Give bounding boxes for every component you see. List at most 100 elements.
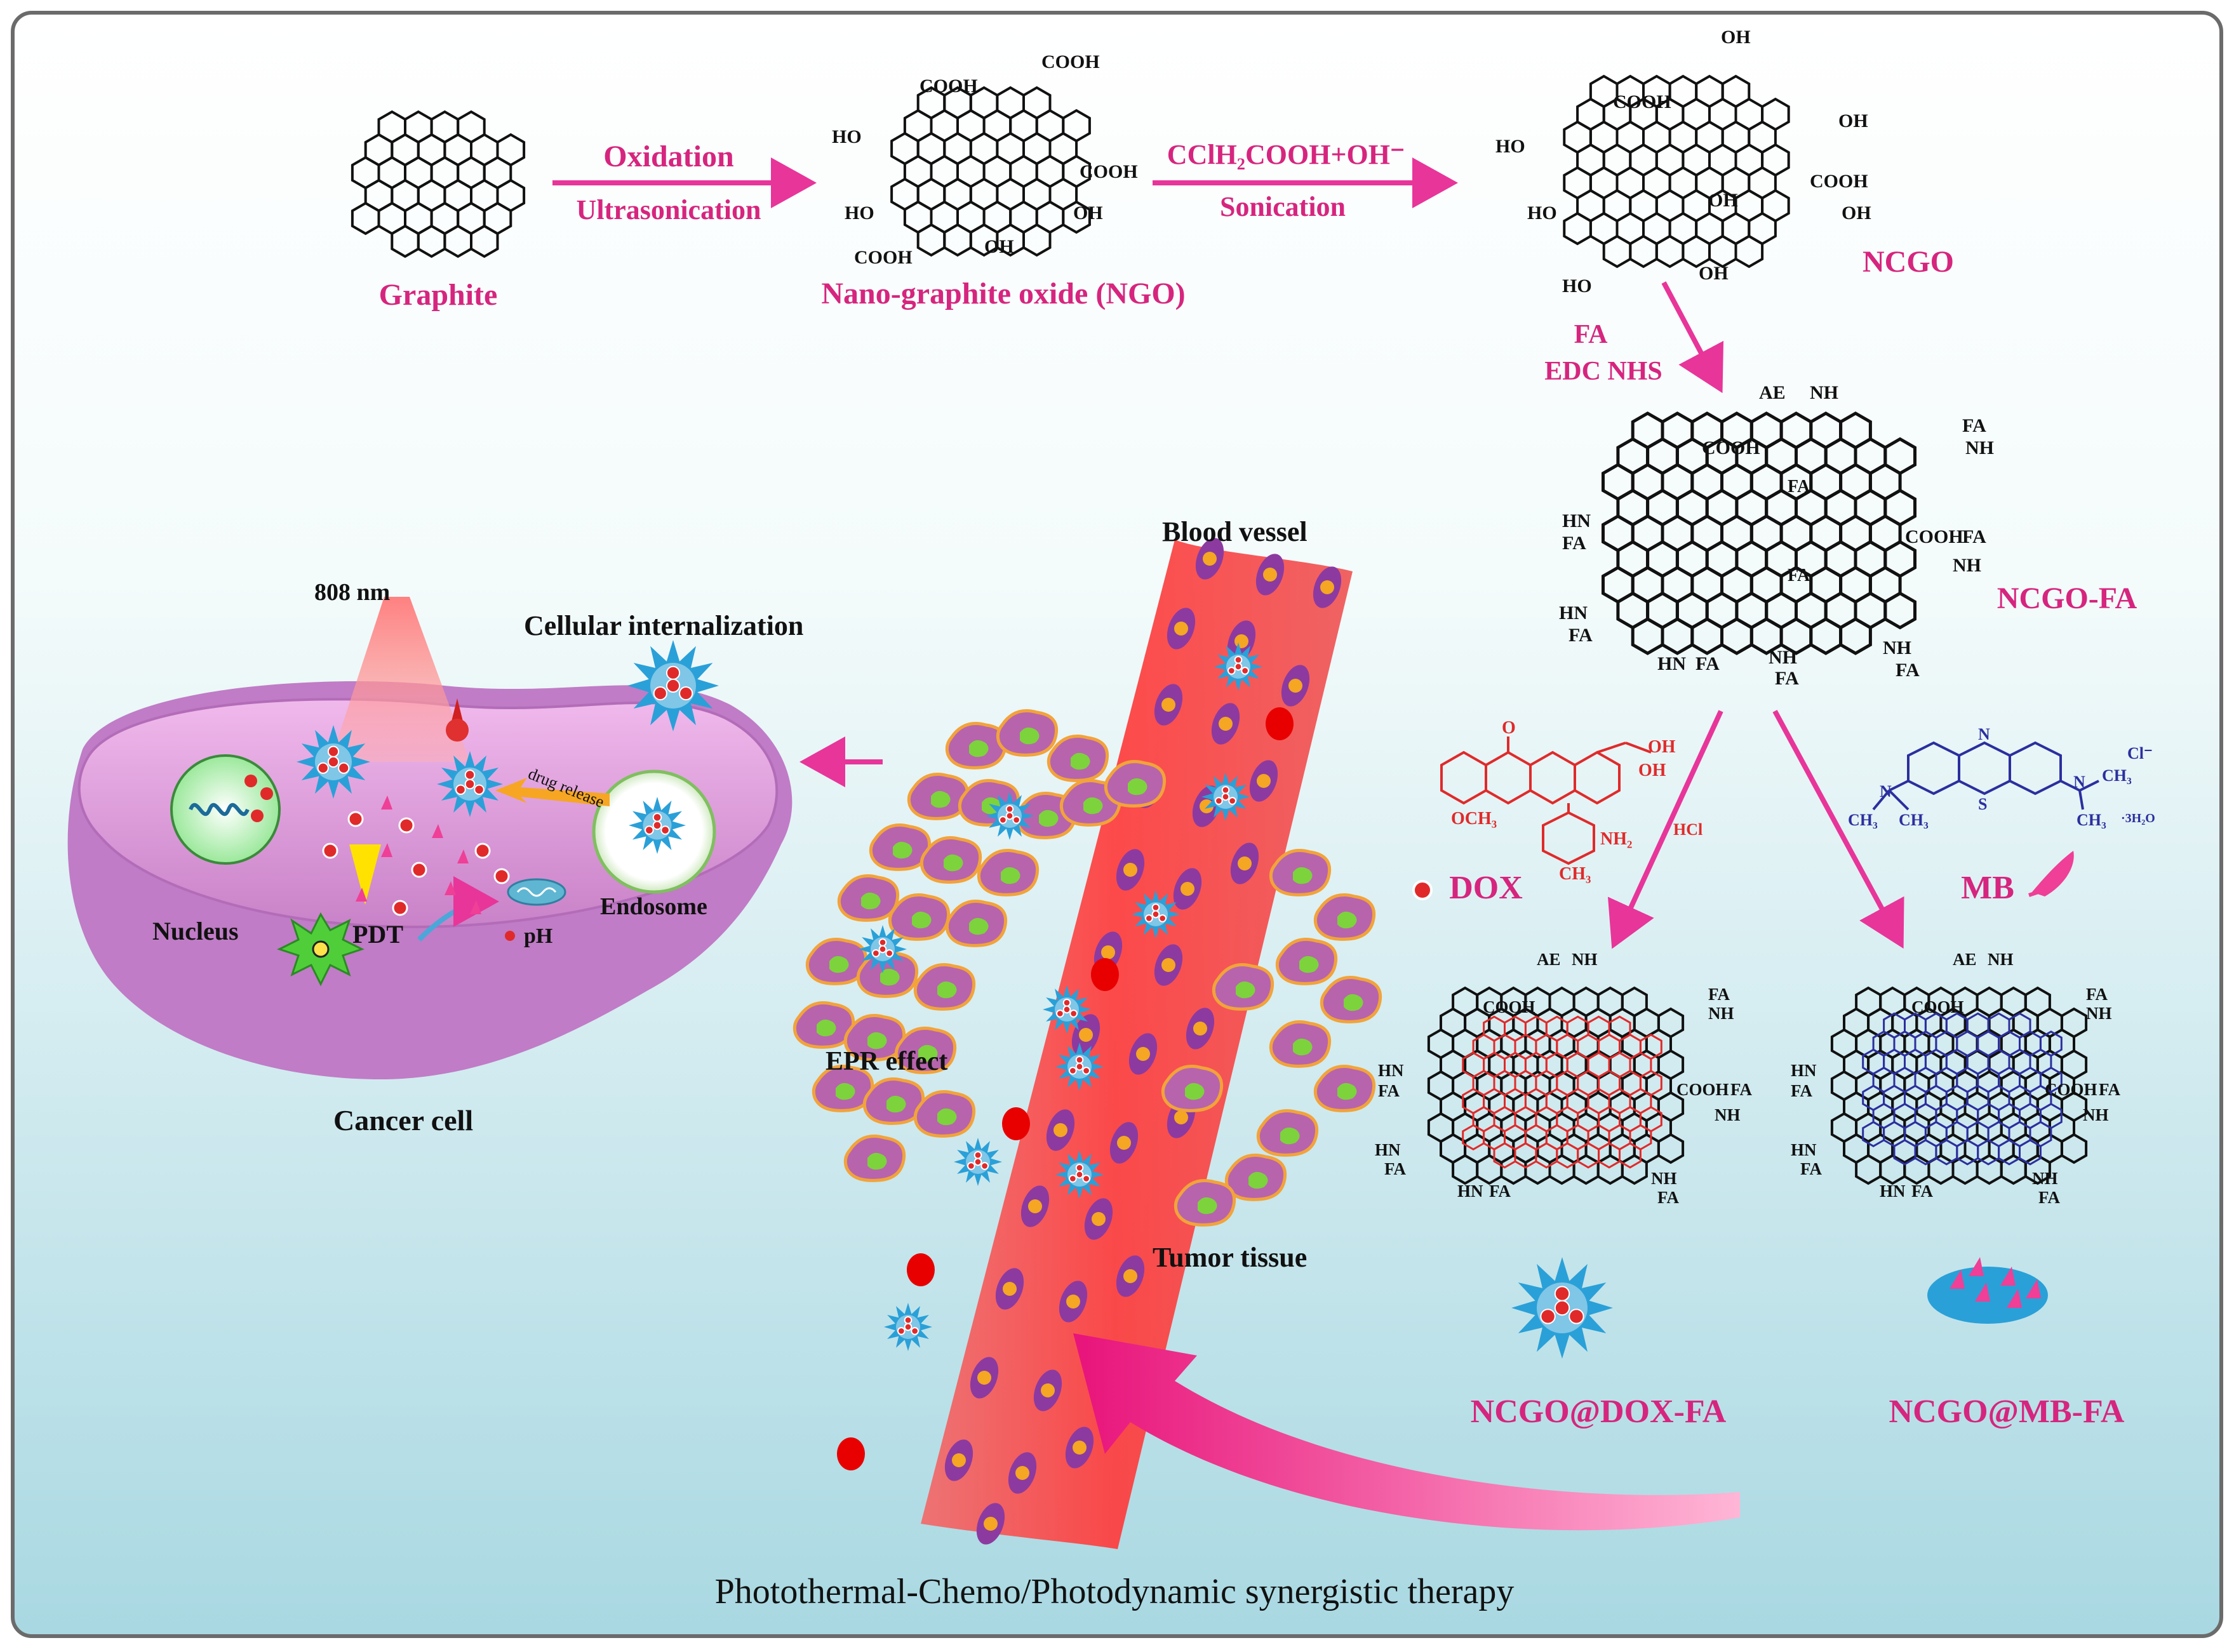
ngo-group-ho: HO	[832, 126, 862, 147]
mb-product-nh: NH	[2086, 1004, 2112, 1023]
dox-product-fa: FA	[1378, 1081, 1400, 1100]
dox-atom-o: O	[1502, 718, 1516, 738]
ncgo-group-cooh: COOH	[1613, 91, 1671, 112]
fa-group-cooh: COOH	[1702, 437, 1760, 458]
ncgo-fa-structure	[1602, 411, 1916, 655]
released-mb	[470, 900, 481, 914]
laser-spot	[446, 719, 469, 742]
label-sonication: Sonication	[1220, 191, 1346, 222]
rbc-core	[1174, 622, 1188, 636]
mb-icon-molecule	[1969, 1257, 1984, 1276]
dox-dot	[1075, 1170, 1084, 1179]
mb-product-ae: AE	[1953, 950, 1977, 969]
rbc-core	[977, 1371, 991, 1385]
label-cancer-cell: Cancer cell	[333, 1104, 473, 1136]
mb-overlay-ring	[2019, 1139, 2042, 1166]
rbc-core	[1123, 1269, 1137, 1283]
tumor-nucleus	[1083, 797, 1103, 815]
label-reagent: CClH₂COOH+OH⁻	[1167, 139, 1405, 170]
dox-product-ring	[1621, 1154, 1648, 1185]
dox-dot	[455, 784, 466, 796]
ngo-group-oh: OH	[984, 236, 1014, 257]
released-dox-particles	[322, 796, 510, 916]
tumor-nucleus	[931, 790, 951, 808]
dox-dot	[1554, 1300, 1570, 1316]
mb-product-cooh: COOH	[2045, 1080, 2097, 1099]
dox-product-cooh: COOH	[1676, 1080, 1729, 1099]
nanoparticles-in-vessel	[859, 643, 1262, 1351]
rbc-core	[1117, 1136, 1131, 1150]
released-dox	[398, 817, 415, 834]
label-oxidation: Oxidation	[603, 140, 733, 173]
rbc-core	[1161, 698, 1175, 712]
dox-dot	[660, 825, 670, 835]
dox-dot	[1554, 1286, 1570, 1302]
dox-product-cooh: COOH	[1483, 997, 1535, 1016]
rbc-core	[1320, 580, 1334, 594]
rbc-core	[1136, 1047, 1150, 1061]
mb-icon-molecule	[2000, 1267, 2016, 1286]
ncgo-group-oh: OH	[1838, 110, 1868, 131]
tumor-nucleus	[1236, 981, 1255, 999]
dox-dot	[666, 678, 681, 693]
dox-drop	[837, 1437, 865, 1470]
dox-dot	[652, 813, 662, 822]
ros-arrow	[417, 876, 499, 942]
rbc-core	[1092, 1212, 1106, 1226]
tumor-nucleus	[1293, 1038, 1313, 1056]
released-dox	[392, 900, 408, 916]
ngo-structure	[890, 86, 1091, 257]
rbc-core	[1028, 1199, 1042, 1213]
rbc-core	[1161, 958, 1175, 972]
tumor-nucleus	[867, 1032, 887, 1049]
dox-in-nucleus	[251, 809, 264, 822]
mb-product-fa: FA	[2086, 985, 2108, 1004]
label-blood-vessel: Blood vessel	[1162, 516, 1308, 547]
dox-product-hn: HN	[1375, 1140, 1401, 1159]
tumor-nucleus	[1293, 867, 1313, 884]
graphite-ring	[470, 224, 499, 258]
dna-icon	[189, 803, 250, 816]
fa-group-nh: NH	[1965, 437, 1994, 458]
dox-atom-oh: OH	[1638, 761, 1666, 780]
dox-dot	[474, 784, 485, 796]
tumor-nucleus	[912, 911, 932, 929]
dox-dot	[1227, 667, 1236, 675]
fa-group-fa: FA	[1962, 415, 1986, 436]
dox-dot	[1221, 786, 1230, 794]
product-nanoparticle-icons	[1511, 1257, 2048, 1359]
tumor-nucleus	[1071, 752, 1090, 770]
tumor-nucleus	[1039, 809, 1059, 827]
mb-product-nh: NH	[2032, 1169, 2058, 1188]
tumor-nucleus	[886, 1095, 906, 1113]
therapy-arrow	[1073, 1333, 1740, 1531]
dox-dot	[1151, 903, 1160, 912]
fa-group-nh: NH	[1953, 555, 1981, 576]
dox-atom-oh: OH	[1648, 737, 1676, 757]
dox-dot	[980, 1162, 989, 1170]
rbc-core	[1193, 1022, 1207, 1036]
mb-legend-icon	[2028, 851, 2074, 897]
dox-product-hn: HN	[1457, 1182, 1483, 1201]
fa-inner-label: FA	[1788, 566, 1810, 585]
tumor-nucleus	[836, 1082, 855, 1100]
ngo-ring	[1022, 223, 1052, 257]
rbc-core	[1200, 799, 1214, 813]
released-mb	[432, 824, 443, 838]
dox-overlay-ring	[1619, 1142, 1642, 1169]
dox-dot	[1215, 797, 1223, 805]
fa-group-ae: AE	[1759, 382, 1786, 403]
rbc-core	[1288, 679, 1302, 693]
mb-icon-molecule	[1975, 1282, 1990, 1302]
dox-dot	[878, 945, 887, 954]
dox-dot	[872, 949, 880, 957]
tumor-nucleus	[969, 740, 989, 757]
label-cellular-internalization: Cellular internalization	[524, 610, 803, 641]
dox-dot	[1158, 914, 1167, 923]
laser-arrow	[451, 698, 464, 724]
label-therapy: Photothermal-Chemo/Photodynamic synergis…	[715, 1572, 1515, 1611]
dox-dot	[1082, 1067, 1090, 1075]
label-808nm: 808 nm	[314, 579, 390, 606]
label-ph: pH	[524, 924, 552, 948]
